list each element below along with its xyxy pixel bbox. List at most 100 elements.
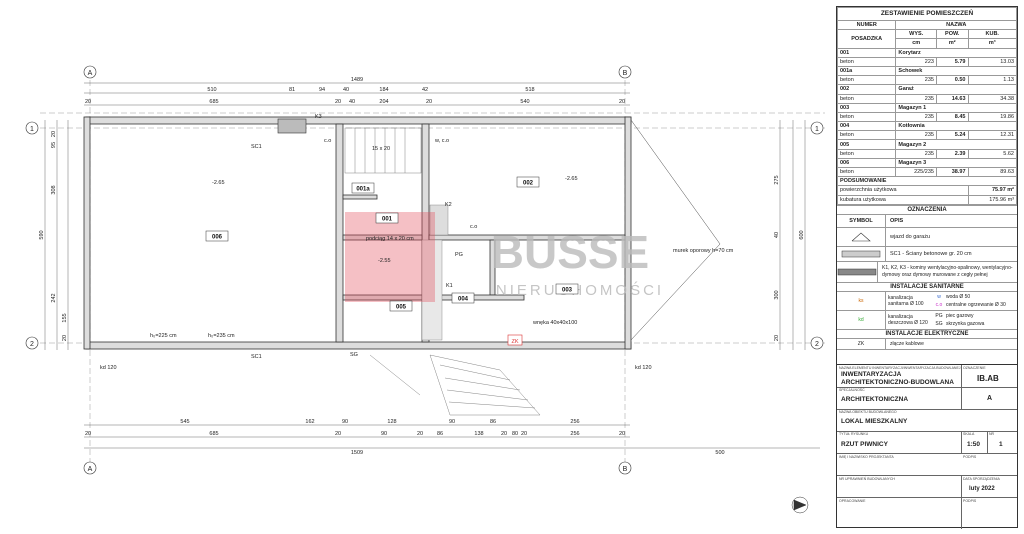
room-height: 235 [895,93,937,104]
room-number: 002 [836,84,897,95]
side-dimensions: 590 20 95 308 242 155 20 600 275 40 300 … [39,131,805,341]
co-label: w, c.o [434,138,449,144]
room-number: 001a [836,65,897,77]
dim-text: 128 [387,419,396,425]
wall-type-label: SC1 [251,144,262,150]
prepared-label: OPRACOWANIE [839,499,866,503]
ks-symbol: ks [837,291,886,310]
dim-text: 162 [305,419,314,425]
dim-text: 242 [51,293,57,302]
gas-box-label: SG [350,352,358,358]
permits-label: NR UPRAWNIEŃ BUDOWLANYCH [839,477,895,481]
water-label: woda Ø 50 [946,293,971,300]
room-label-004: 004 [458,297,469,303]
electric-title: INSTALACJE ELEKTRYCZNE [837,329,1017,339]
dim-text: 20 [335,431,341,437]
room-area: 8.45 [935,111,969,123]
sheet-label: NR [989,432,995,436]
axis-label-1: 1 [30,126,34,133]
axis-label-2: 2 [30,341,34,348]
room-label-001a: 001a [356,187,370,193]
stairs [344,127,422,174]
watermark-logo [345,212,435,302]
water-symbol: w [937,293,941,300]
axis-markers [25,65,824,475]
dim-total-top: 1489 [351,77,363,83]
axis-label-b: B [623,466,628,473]
dim-total-bottom: 1509 [351,450,363,456]
room-height: 223 [895,56,937,67]
niche-label: wnęka 40x40x100 [532,320,577,326]
dim-text: 518 [525,87,534,93]
dim-text: 20 [335,99,341,105]
room-name: Garaż [895,84,1017,95]
chimney-label: K3 [315,114,322,120]
gas-stove-label: PG [455,252,463,258]
room-volume: 1.13 [967,75,1017,86]
header-height: WYS. [895,29,937,40]
dim-text: 20 [619,99,625,105]
watermark-subtext: NIERUCHOMOŚCI [496,281,664,299]
room-area: 5.79 [935,56,969,67]
author-label: IMIĘ I NAZWISKO PROJEKTANTA [839,455,894,459]
room-floor: beton [836,130,897,141]
dim-text: 184 [379,87,388,93]
date-value: luty 2022 [969,486,995,492]
height-label: h₀=225 cm [150,333,177,339]
heating-symbol: c.o [935,301,943,308]
zk-label: złącze kablowe [890,340,924,347]
room-name: Magazyn 3 [895,157,1017,169]
room-height: 225/235 [895,166,937,178]
unit-m3: m³ [967,38,1017,49]
specialty-code: A [987,395,993,402]
co-label: c.o [470,224,477,230]
dim-text: 40 [349,99,355,105]
watermark-text: BUSSE [491,226,649,278]
unit-m2: m² [935,38,969,49]
room-volume: 19.86 [967,111,1017,123]
room-number: 006 [836,157,897,169]
room-floor: beton [836,56,897,67]
dim-text: 510 [207,87,216,93]
north-arrow-icon [791,496,809,514]
room-label-001: 001 [382,217,393,223]
room-floor: beton [836,75,897,86]
dim-text: 300 [774,290,780,299]
retaining-wall-label: murek oporowy h=70 cm [673,248,734,254]
chimney-k3 [277,118,307,134]
sign2-label: PODPIS [963,499,977,503]
sheet-number: 1 [999,441,1003,448]
dim-text: 86 [437,431,443,437]
dim-text: 20 [774,335,780,341]
date-label: DATA SPORZĄDZENIA [963,477,1000,481]
room-number: 001 [836,47,897,58]
ks-label: kanalizacja sanitarna Ø 100 [888,294,924,307]
room-area: 2.39 [935,148,969,159]
axis-label-1: 1 [815,126,819,133]
sign-label: PODPIS [963,455,977,459]
project-title: INWENTARYZACJA ARCHITEKTONICZNO-BUDOWLAN… [841,371,954,386]
cable-box-label: ZK [511,339,518,345]
dim-text: 40 [343,87,349,93]
room-area: 0.50 [935,75,969,86]
dim-text: 20 [501,431,507,437]
dim-text: 256 [570,419,579,425]
dim-text: 204 [379,99,388,105]
stairs-label: 15 x 20 [372,146,390,152]
dim-text: 90 [381,431,387,437]
header-area: POW. [935,29,969,40]
legend-item-chimneys: K1, K2, K3 - kominy wentylacyjno-spalino… [882,265,1013,278]
header-floor: POSADZKA [836,29,897,49]
dim-text: 95 [51,142,57,148]
